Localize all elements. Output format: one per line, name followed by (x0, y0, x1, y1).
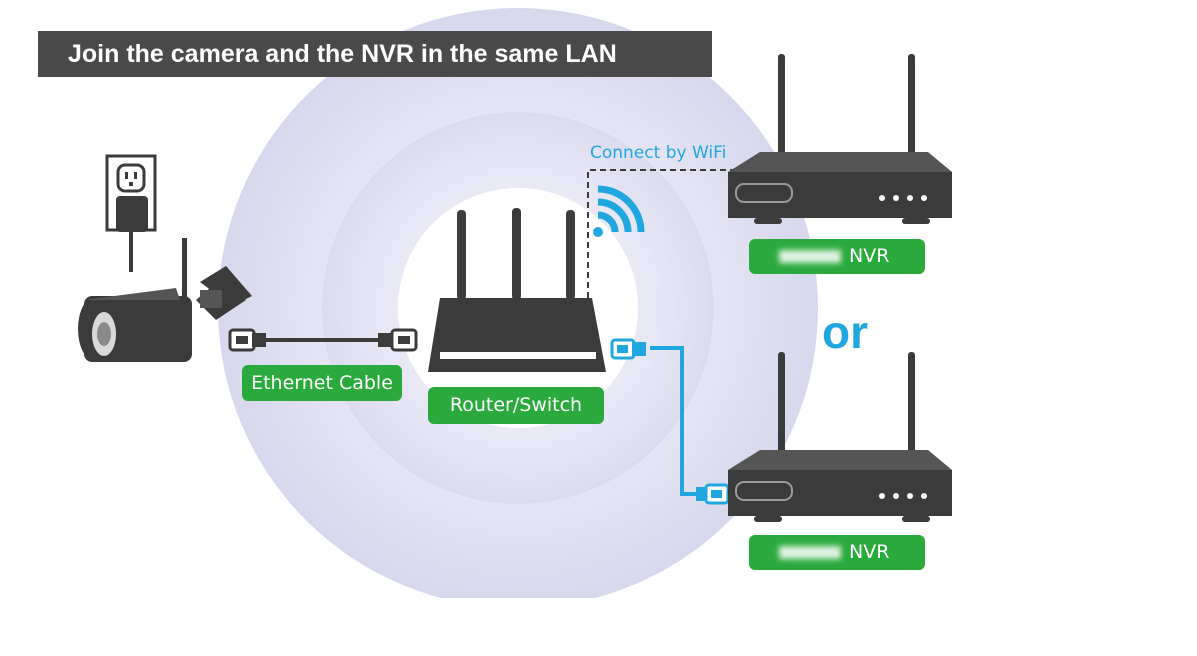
wifi-connection-label: Connect by WiFi (590, 143, 727, 163)
nvr-bottom-label: NVR (749, 535, 925, 570)
ethernet-cable (228, 328, 418, 352)
nvr-bottom-icon (728, 352, 952, 522)
nvr-top-label-text: NVR (849, 245, 890, 267)
nvr-top-label: NVR (749, 239, 925, 274)
or-divider-label: or (822, 306, 868, 358)
page-title: Join the camera and the NVR in the same … (38, 31, 712, 77)
wifi-signal-icon (593, 185, 645, 237)
wifi-link-line (587, 169, 742, 298)
router-switch-label: Router/Switch (428, 387, 604, 424)
nvr-top-icon (728, 54, 952, 224)
ethernet-cable-label: Ethernet Cable (242, 365, 402, 401)
power-outlet-icon (105, 154, 157, 272)
camera-icon (78, 238, 252, 362)
nvr-bottom-label-text: NVR (849, 541, 890, 563)
redacted-brand (779, 546, 841, 559)
router-icon (428, 208, 606, 372)
lan-cable (610, 338, 730, 505)
redacted-brand (779, 250, 841, 263)
